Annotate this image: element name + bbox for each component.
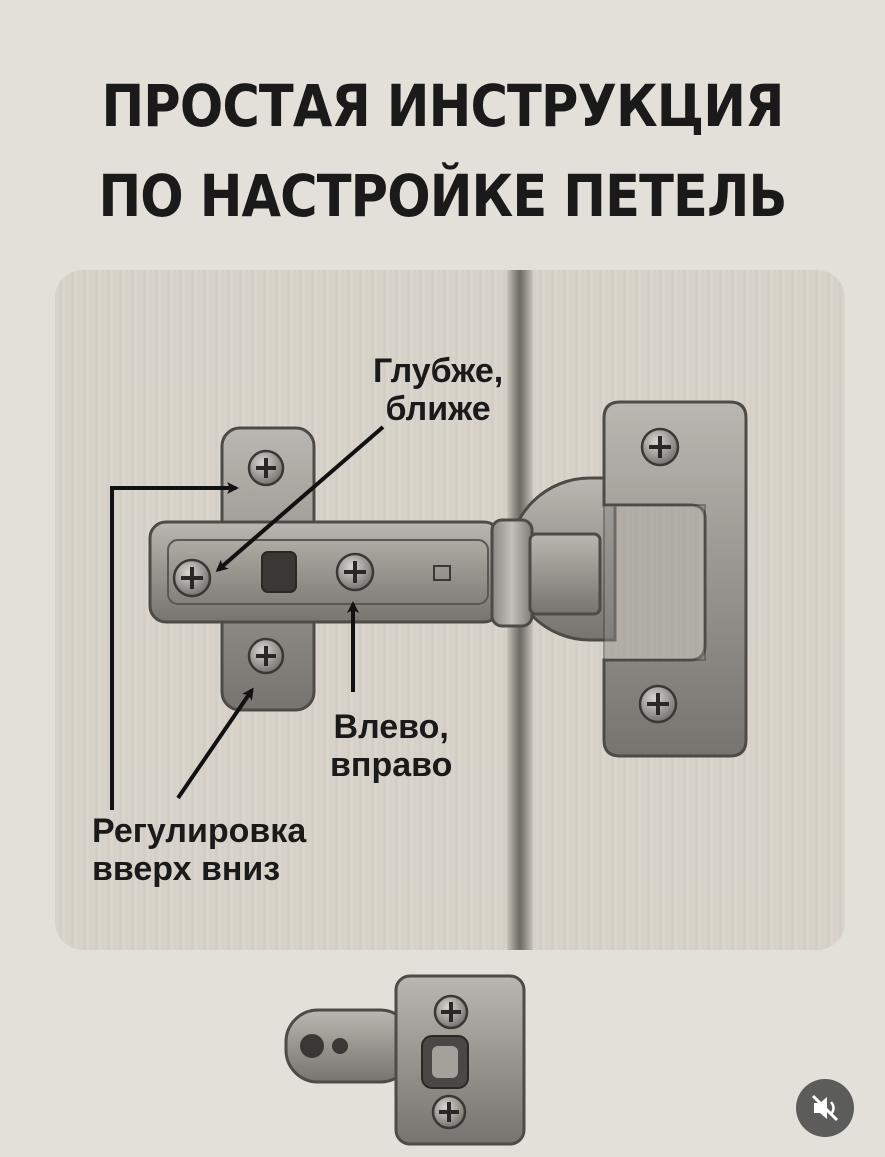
hinge-arm	[602, 400, 748, 758]
screw-icon	[335, 552, 375, 592]
callout-vertical-label: Регулировка вверх вниз	[92, 812, 306, 888]
depth-arrow	[215, 425, 385, 572]
mounting-plate	[148, 426, 502, 712]
screw-icon	[172, 558, 212, 598]
callout-depth-label: Глубже, ближе	[373, 352, 503, 428]
callout-depth-line-2: ближе	[385, 390, 491, 428]
adjustment-slot	[261, 551, 297, 593]
hinge-base-plate	[284, 974, 526, 1146]
vertical-arrow-diagonal	[176, 687, 254, 800]
speaker-muted-icon	[811, 1094, 839, 1122]
page-title: ПРОСТАЯ ИНСТРУКЦИЯ ПО НАСТРОЙКЕ ПЕТЕЛЬ	[53, 62, 832, 242]
callout-depth-line-1: Глубже,	[373, 352, 504, 390]
callout-lateral-line-1: Влево,	[333, 708, 449, 746]
callout-lateral-line-2: вправо	[330, 746, 453, 784]
callout-lateral-label: Влево, вправо	[330, 708, 452, 784]
callout-vertical-line-1: Регулировка	[92, 812, 307, 850]
hinge-knuckle	[490, 518, 602, 628]
screw-icon	[247, 449, 285, 487]
mute-button[interactable]	[796, 1079, 854, 1137]
screw-icon	[638, 684, 678, 724]
screw-icon	[247, 637, 285, 675]
title-line-2: ПО НАСТРОЙКЕ ПЕТЕЛЬ	[98, 161, 787, 230]
screw-icon	[640, 427, 680, 467]
callout-vertical-line-2: вверх вниз	[92, 850, 281, 888]
title-line-1: ПРОСТАЯ ИНСТРУКЦИЯ	[101, 72, 784, 140]
vertical-arrow-bracket	[110, 482, 239, 810]
